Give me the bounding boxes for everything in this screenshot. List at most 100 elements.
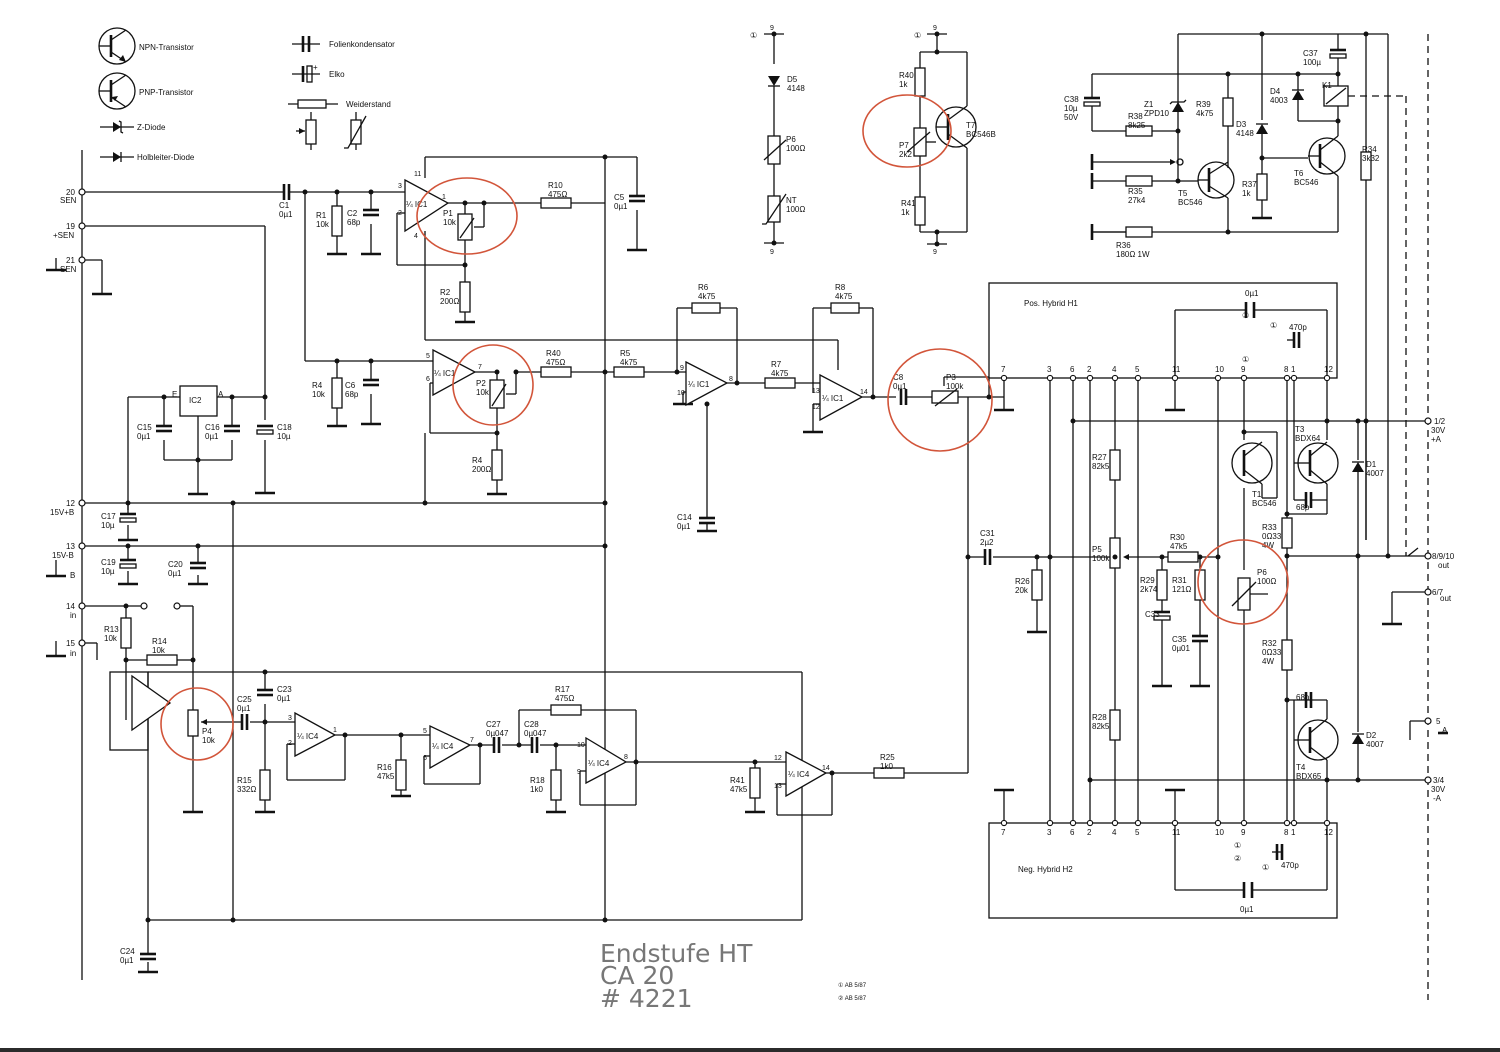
terminal-19-name: +SEN — [53, 231, 74, 240]
ic2-regulator — [179, 385, 218, 417]
ic1d-pin-14: 14 — [860, 389, 868, 396]
terminal-out-num: 8/9/10 — [1432, 552, 1455, 561]
label-c27-value1: 0µ047 — [486, 729, 509, 738]
label-t4-ref: T4 — [1296, 763, 1306, 772]
label-c28-value1: 0µ047 — [524, 729, 547, 738]
title-line-2: CA 20 — [600, 961, 674, 990]
label-p1-ref: P1 — [443, 209, 453, 218]
diode-symbol-icon — [100, 152, 134, 162]
hybrid-note-marker-2: ① — [1242, 355, 1249, 364]
hybrid-pin-h1-8 — [1283, 374, 1291, 382]
hybrid-pin-h1-11 — [1171, 374, 1179, 382]
label-p6a-ref: P6 — [786, 135, 796, 144]
zener-diode-symbol-icon — [100, 120, 134, 134]
hybrid-pin-h1-12 — [1323, 374, 1331, 382]
ic1d-opamp — [819, 373, 864, 422]
label-r35-value1: 27k4 — [1128, 196, 1146, 205]
label-p4-value1: 10k — [202, 736, 216, 745]
label-r14-value1: 10k — [152, 646, 166, 655]
hybrid-pin-h2-5 — [1134, 819, 1142, 827]
label-r4-ref: R4 — [312, 381, 323, 390]
hybrid-pin-h2-12 — [1323, 819, 1331, 827]
terminal-5-name: A — [1442, 726, 1448, 735]
terminal-b-name: B — [70, 571, 75, 580]
label-c18-ref: C18 — [277, 423, 292, 432]
label-c28-ref: C28 — [524, 720, 539, 729]
hybrid-pin-h1-5 — [1134, 374, 1142, 382]
label-d4-value1: 4003 — [1270, 96, 1288, 105]
ic4c-pin-9: 9 — [577, 769, 581, 776]
terminal-20-num: 20 — [66, 188, 75, 197]
label-t5-value1: BC546 — [1178, 198, 1203, 207]
label-r28-ref: R28 — [1092, 713, 1107, 722]
label-r14-ref: R14 — [152, 637, 167, 646]
terminal-15-num: 15 — [66, 639, 75, 648]
legend-resistor: Weiderstand — [346, 100, 391, 109]
label-r31-value1: 121Ω — [1172, 585, 1191, 594]
label-ic1c-ref: ¼ IC1 — [688, 380, 710, 389]
hybrid-pin-h2-6 — [1069, 819, 1077, 827]
label-c1-value1: 0µ1 — [279, 210, 293, 219]
hybrid-pin-h2-9 — [1240, 819, 1248, 827]
legend-pnp: PNP-Transistor — [139, 88, 194, 97]
label-r10-value1: 475Ω — [548, 190, 567, 199]
hybrid-pin-h2-4 — [1111, 819, 1119, 827]
ic1d-pin-13: 13 — [812, 388, 820, 395]
hybrid-note-marker-4: ② — [1234, 854, 1241, 863]
label-r1-value1: 10k — [316, 220, 330, 229]
label-d5-value1: 4148 — [787, 84, 805, 93]
label-ic4c-ref: ¼ IC4 — [588, 759, 610, 768]
label-r16-ref: R16 — [377, 763, 392, 772]
label-ic1a-ref: ¼ IC1 — [406, 200, 428, 209]
label-t1-ref: T1 — [1252, 490, 1262, 499]
title-block: Endstufe HT CA 20 # 4221 — [600, 939, 753, 1013]
label-p3-value1: 100k — [946, 382, 964, 391]
hybrid-pin-number-h2-4: 4 — [1112, 828, 1117, 837]
label-z1-value1: ZPD10 — [1144, 109, 1169, 118]
input-buffer-opamp — [131, 674, 172, 732]
hybrid-pin-h2-1 — [1290, 819, 1298, 827]
label-c2-value1: 68p — [347, 218, 361, 227]
label-r5-ref: R5 — [620, 349, 631, 358]
label-c19-ref: C19 — [101, 558, 116, 567]
label-p7-value1: 2k2 — [899, 150, 912, 159]
label-r13-ref: R13 — [104, 625, 119, 634]
label-z1-ref: Z1 — [1144, 100, 1154, 109]
label-r10-ref: R10 — [548, 181, 563, 190]
hybrid-h1-label: Pos. Hybrid H1 — [1024, 299, 1078, 308]
label-r40b-ref: R40 — [546, 349, 561, 358]
legend-npn: NPN-Transistor — [139, 43, 194, 52]
label-p5-ref: P5 — [1092, 545, 1102, 554]
label-p5-value1: 100k — [1092, 554, 1110, 563]
label-r1-ref: R1 — [316, 211, 327, 220]
label-c8-value1: 0µ1 — [893, 382, 907, 391]
label-p6b-ref: P6 — [1257, 568, 1267, 577]
label-r5-value1: 4k75 — [620, 358, 638, 367]
label-c23-value1: 0µ1 — [277, 694, 291, 703]
label-d1-value1: 4007 — [1366, 469, 1384, 478]
label-c18-value1: 10µ — [277, 432, 291, 441]
label-c35-ref: C35 — [1172, 635, 1187, 644]
ic1b-pin-7: 7 — [478, 364, 482, 371]
label-c01a-ref: 0µ1 — [1245, 289, 1259, 298]
label-r34-value1: 3k32 — [1362, 154, 1380, 163]
label-c31-ref: C31 — [980, 529, 995, 538]
label-c38-value2: 50V — [1064, 113, 1079, 122]
label-t7-value1: BC546B — [966, 130, 996, 139]
label-r31-ref: R31 — [1172, 576, 1187, 585]
hybrid-pin-h2-2 — [1086, 819, 1094, 827]
ic2-pin-e: E — [172, 390, 177, 399]
hybrid-pin-number-h1-3: 3 — [1047, 365, 1052, 374]
bias-pin-9-0: 9 — [770, 25, 774, 32]
wiring — [46, 150, 1113, 980]
label-t3-ref: T3 — [1295, 425, 1305, 434]
label-c1-ref: C1 — [279, 201, 290, 210]
ic4a-pin-1: 1 — [333, 727, 337, 734]
hybrid-pin-number-h1-2: 2 — [1087, 365, 1092, 374]
protection-circuit — [1083, 31, 1407, 556]
label-r41b-ref: R41 — [730, 776, 745, 785]
ic1b-pin-5: 5 — [426, 353, 430, 360]
hybrid-pin-number-h2-3: 3 — [1047, 828, 1052, 837]
